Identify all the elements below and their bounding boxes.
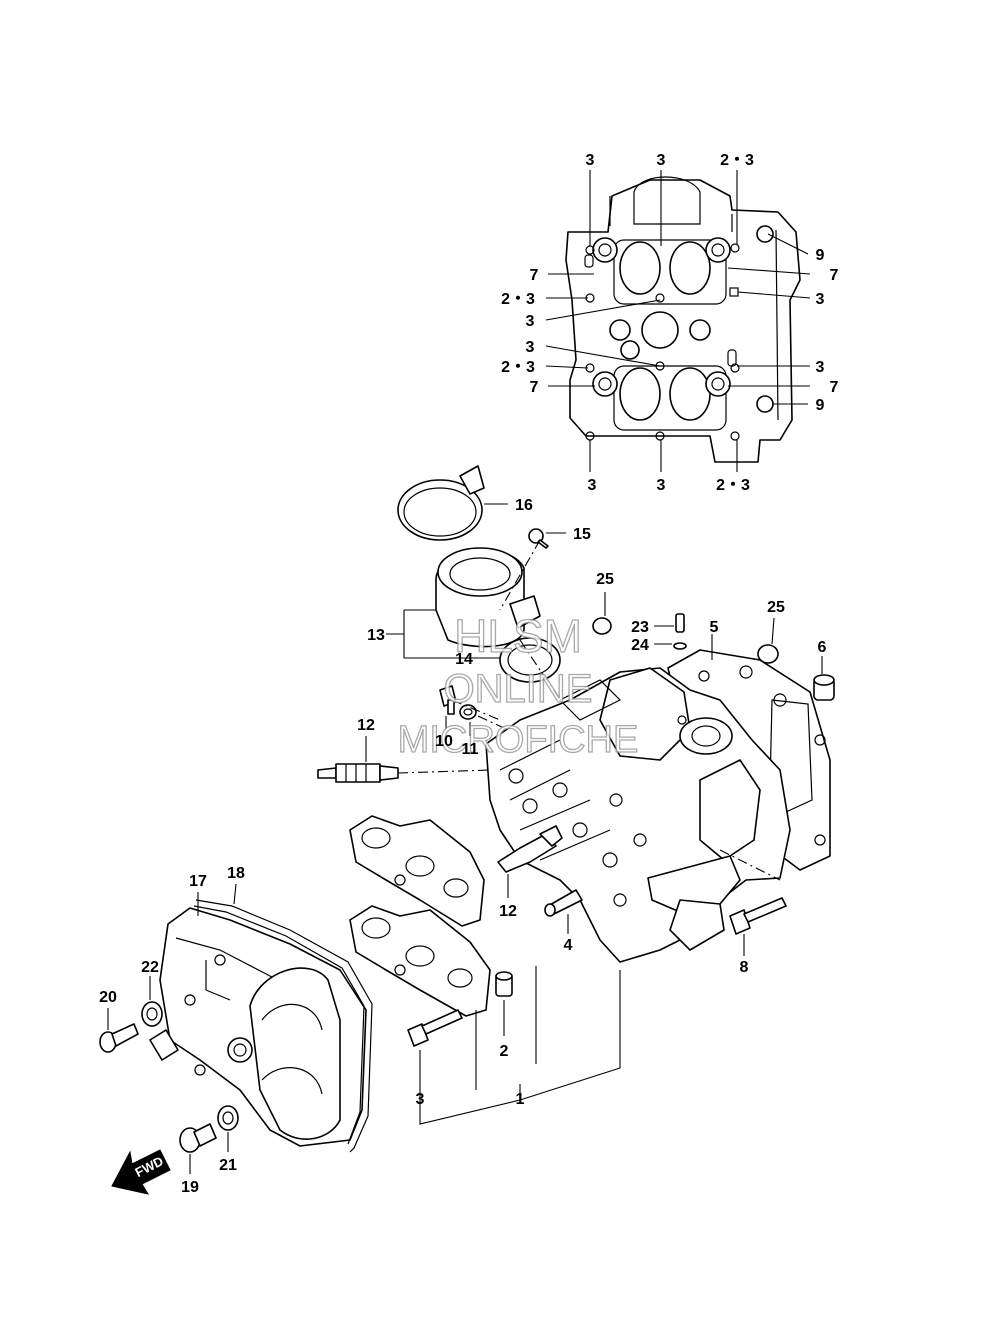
callout-5: 5 — [710, 619, 719, 636]
callout-18: 18 — [227, 865, 245, 882]
spark-plug-12a — [317, 763, 399, 783]
callout-labels: 3 3 2・3 9 7 7 2・3 3 3 3 2・3 3 7 7 9 3 3 … — [99, 152, 838, 1196]
top-view-leader-lines — [545, 170, 811, 472]
callout-3: 3 — [657, 152, 666, 169]
dash-intake — [499, 539, 561, 701]
callout-3: 3 — [416, 1091, 425, 1108]
callout-7: 7 — [530, 267, 539, 284]
callout-9: 9 — [816, 247, 825, 264]
watermark-line-2: ONLINE — [444, 667, 593, 711]
callout-14: 14 — [455, 651, 473, 668]
callout-2-3: 2・3 — [720, 152, 754, 169]
callout-7: 7 — [830, 267, 839, 284]
callout-21: 21 — [219, 1157, 237, 1174]
callout-23: 23 — [631, 619, 649, 636]
bolt-3 — [407, 1009, 463, 1047]
callout-3: 3 — [588, 477, 597, 494]
cylinder-head-block — [485, 667, 791, 963]
watermark-line-3: MICROFICHE — [398, 719, 639, 761]
spark-plug-12b — [497, 825, 563, 873]
leader-bracket-1 — [419, 966, 621, 1125]
callout-13: 13 — [367, 627, 385, 644]
watermark: HLSM ONLINE MICROFICHE — [397, 609, 639, 761]
callout-12: 12 — [357, 717, 375, 734]
fitting-23-24 — [673, 613, 687, 650]
dowel-6 — [813, 674, 835, 701]
callout-7: 7 — [530, 379, 539, 396]
callout-25: 25 — [767, 599, 785, 616]
callout-12: 12 — [499, 903, 517, 920]
callout-3: 3 — [526, 339, 535, 356]
camshaft-holder-lower — [349, 905, 491, 1017]
callout-6: 6 — [818, 639, 827, 656]
bolt-19 — [179, 1123, 217, 1153]
callout-3: 3 — [816, 291, 825, 308]
callout-11: 11 — [462, 741, 479, 758]
callout-7: 7 — [830, 379, 839, 396]
callout-3: 3 — [526, 313, 535, 330]
exhaust-clamp — [397, 465, 485, 541]
cover-gasket-18 — [193, 899, 373, 1153]
callout-2-3: 2・3 — [501, 359, 535, 376]
callout-9: 9 — [816, 397, 825, 414]
gasket-14 — [499, 637, 561, 683]
bolt-20 — [99, 1023, 139, 1053]
leader-25b — [771, 617, 775, 645]
plug-25b — [757, 644, 779, 664]
callout-1: 1 — [516, 1091, 525, 1108]
dash-12a — [397, 769, 491, 774]
bolt-15 — [528, 528, 549, 549]
bolt-8 — [729, 897, 787, 935]
leader-18 — [233, 883, 237, 905]
callout-17: 17 — [189, 873, 207, 890]
callout-3: 3 — [816, 359, 825, 376]
callout-15: 15 — [573, 526, 591, 543]
watermark-line-1: HLSM — [454, 610, 582, 662]
fwd-arrow: FWD — [111, 1149, 171, 1195]
dash-8 — [719, 849, 781, 881]
callout-24: 24 — [631, 637, 649, 654]
camshaft-holder-upper — [349, 815, 485, 927]
exhaust-pipe-13 — [435, 547, 541, 648]
guide-4 — [544, 889, 583, 917]
callout-10: 10 — [435, 733, 453, 750]
washer-21 — [217, 1105, 239, 1131]
callout-3: 3 — [657, 477, 666, 494]
callout-2: 2 — [500, 1043, 509, 1060]
valve-cover-17 — [149, 907, 367, 1147]
callout-2-3: 2・3 — [716, 477, 750, 494]
plug-25a — [592, 617, 612, 635]
dowel-2 — [495, 971, 513, 997]
callout-16: 16 — [515, 497, 533, 514]
washer-22 — [141, 1001, 163, 1027]
callout-8: 8 — [740, 959, 749, 976]
callout-19: 19 — [181, 1179, 199, 1196]
callout-3: 3 — [586, 152, 595, 169]
callout-4: 4 — [564, 937, 573, 954]
callout-2-3: 2・3 — [501, 291, 535, 308]
callout-25: 25 — [596, 571, 614, 588]
callout-22: 22 — [141, 959, 159, 976]
callout-20: 20 — [99, 989, 117, 1006]
cylinder-head-top-view — [565, 176, 801, 463]
